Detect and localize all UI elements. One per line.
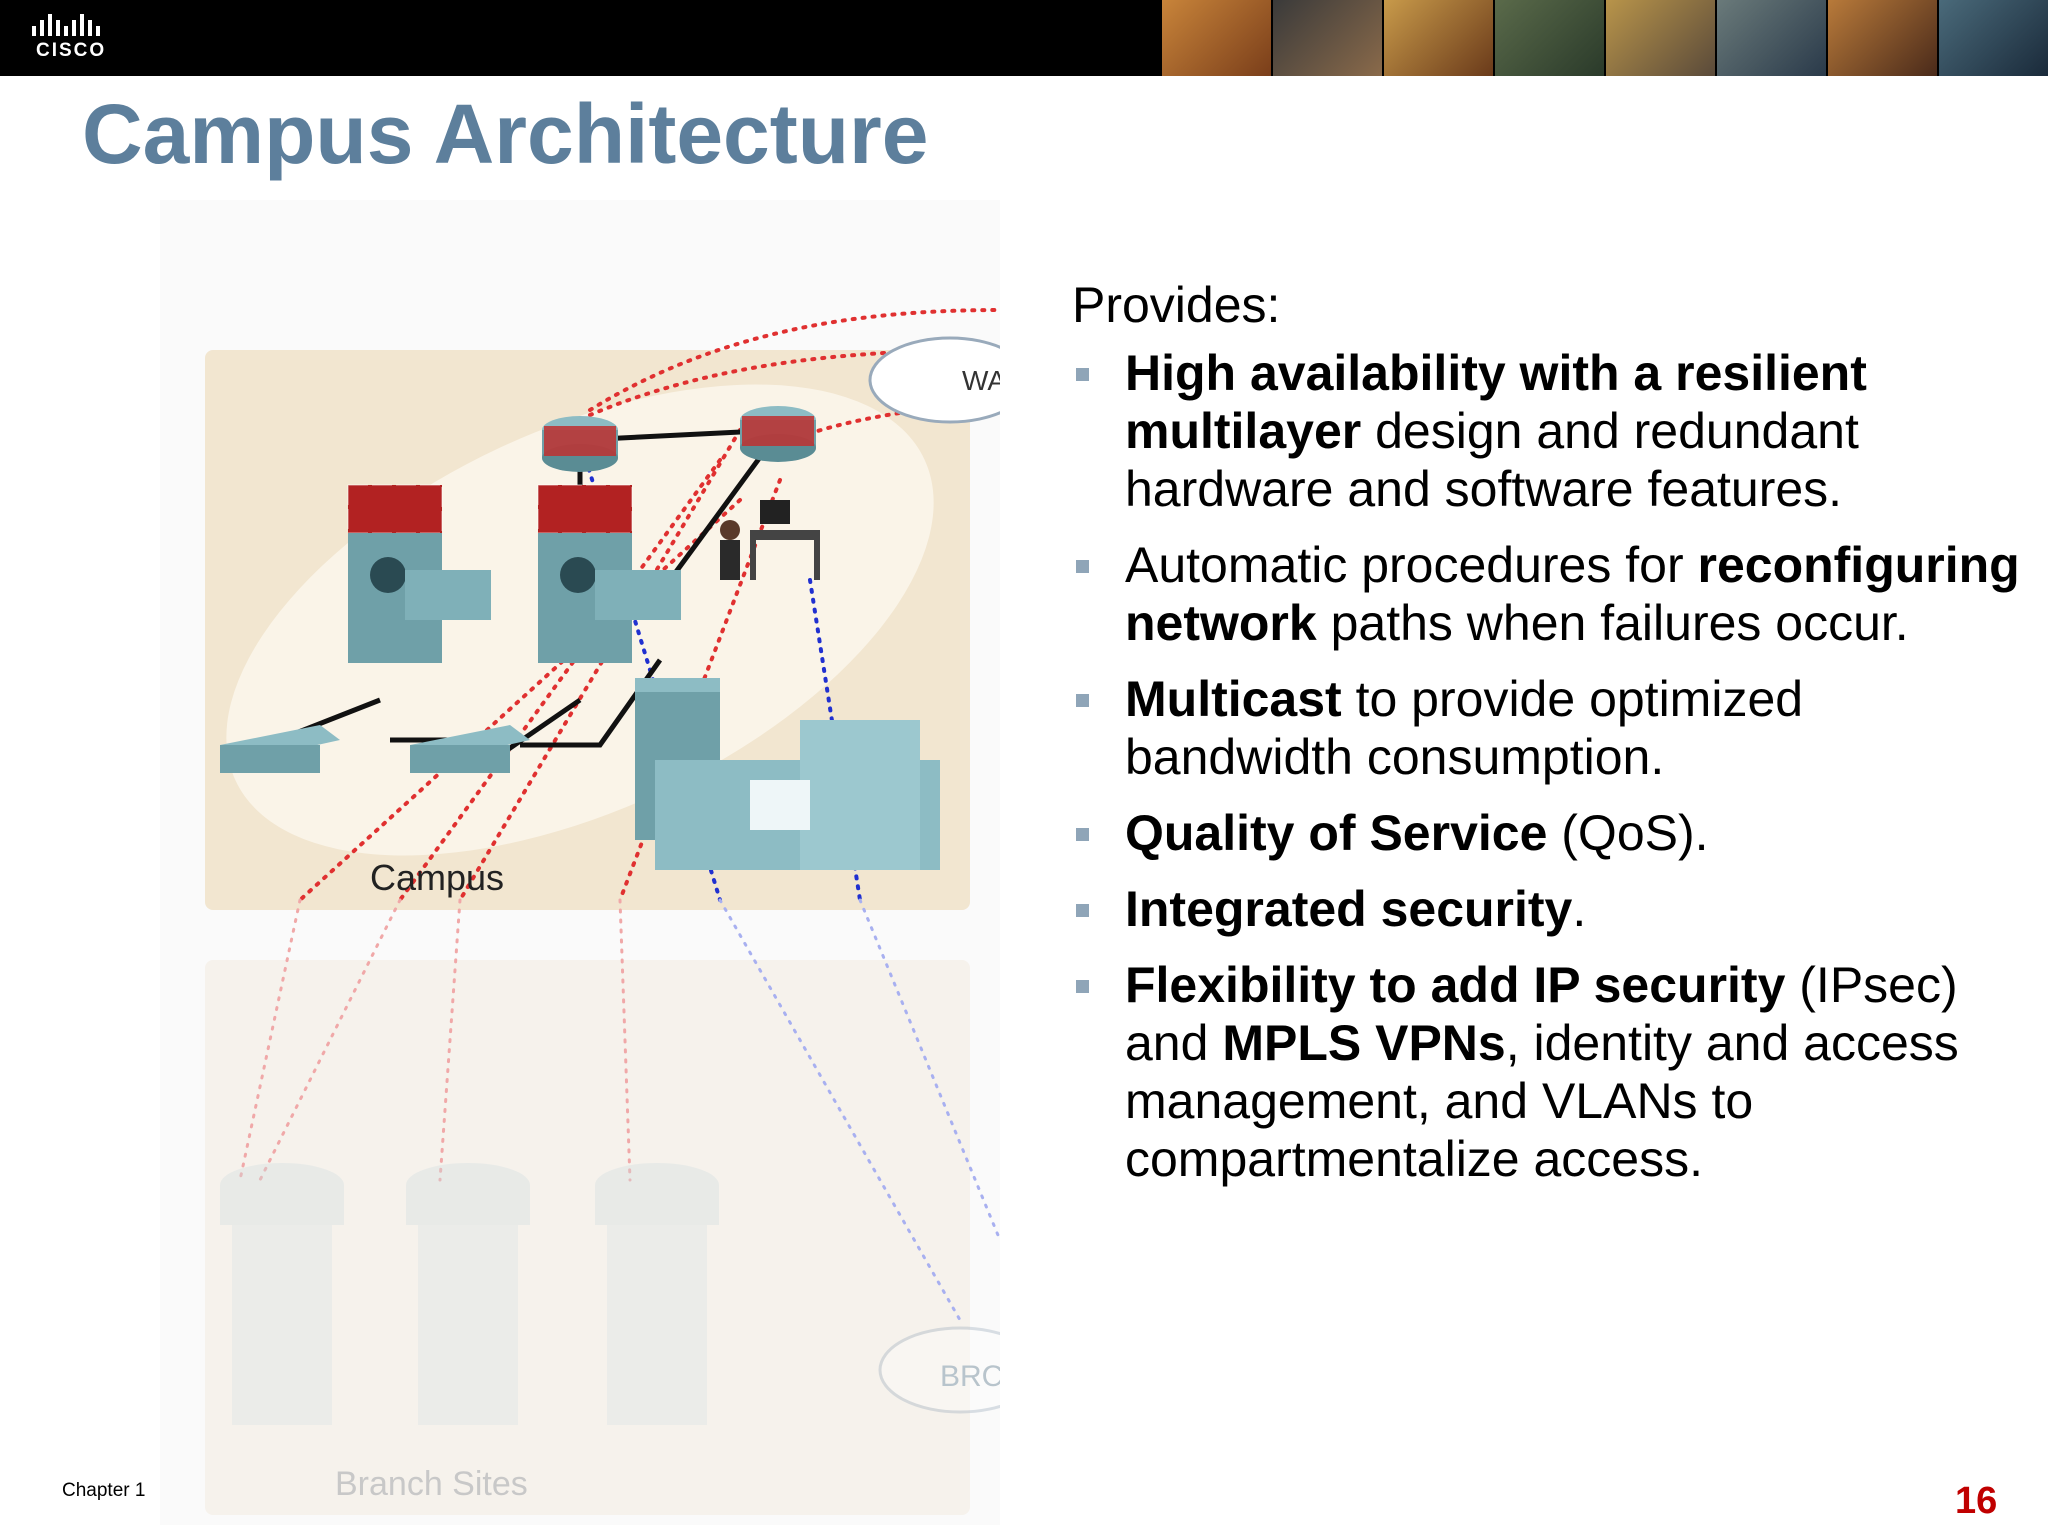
router-icon bbox=[542, 416, 618, 472]
feature-item: Quality of Service (QoS). bbox=[1072, 804, 2022, 862]
chapter-label: Chapter 1 bbox=[62, 1480, 146, 1501]
campus-label: Campus bbox=[370, 857, 504, 898]
feature-item: Automatic procedures for reconfiguring n… bbox=[1072, 536, 2022, 652]
branch-router-icon bbox=[406, 1163, 530, 1425]
provides-heading: Provides: bbox=[1072, 277, 1281, 333]
branch-sites-label: Branch Sites bbox=[335, 1465, 528, 1503]
header-photo bbox=[1160, 0, 1271, 76]
header-photo bbox=[1715, 0, 1826, 76]
feature-list: High availability with a resilient multi… bbox=[1072, 344, 2022, 1206]
feature-item: Flexibility to add IP security (IPsec) a… bbox=[1072, 956, 2022, 1188]
bullet-icon bbox=[1076, 368, 1089, 381]
wan-label: WA bbox=[962, 365, 1000, 396]
branch-cloud-icon bbox=[878, 1326, 1000, 1414]
bullet-icon bbox=[1076, 828, 1089, 841]
page-number: 16 bbox=[1955, 1480, 1998, 1522]
header-photo bbox=[1937, 0, 2048, 76]
header-photo bbox=[1493, 0, 1604, 76]
header-photo bbox=[1604, 0, 1715, 76]
bullet-icon bbox=[1076, 980, 1089, 993]
branch-router-icon bbox=[595, 1163, 719, 1425]
switch-icon bbox=[410, 725, 530, 773]
feature-item: Multicast to provide optimized bandwidth… bbox=[1072, 670, 2022, 786]
building-icon bbox=[655, 720, 940, 870]
workstation-icon bbox=[720, 500, 820, 580]
header-photo-strip bbox=[1160, 0, 2048, 76]
header-bar: CISCO bbox=[0, 0, 2048, 76]
bullet-icon bbox=[1076, 904, 1089, 917]
header-photo bbox=[1826, 0, 1937, 76]
header-photo bbox=[1382, 0, 1493, 76]
firewall-switch-stack-icon bbox=[347, 484, 491, 663]
campus-architecture-diagram: WA Campus BRC Branch bbox=[160, 200, 1000, 1525]
switch-icon bbox=[220, 725, 340, 773]
wan-cloud-icon bbox=[868, 336, 1000, 424]
page-title: Campus Architecture bbox=[82, 87, 929, 181]
branch-cloud-label: BRC bbox=[940, 1360, 1000, 1393]
firewall-switch-stack-icon bbox=[537, 484, 681, 663]
bullet-icon bbox=[1076, 560, 1089, 573]
feature-item: High availability with a resilient multi… bbox=[1072, 344, 2022, 518]
cisco-logo-text: CISCO bbox=[36, 40, 107, 61]
feature-item: Integrated security. bbox=[1072, 880, 2022, 938]
bullet-icon bbox=[1076, 694, 1089, 707]
header-photo bbox=[1271, 0, 1382, 76]
branch-area bbox=[205, 960, 970, 1515]
cisco-logo-icon bbox=[32, 14, 100, 36]
branch-router-icon bbox=[220, 1163, 344, 1425]
router-icon bbox=[740, 406, 816, 462]
